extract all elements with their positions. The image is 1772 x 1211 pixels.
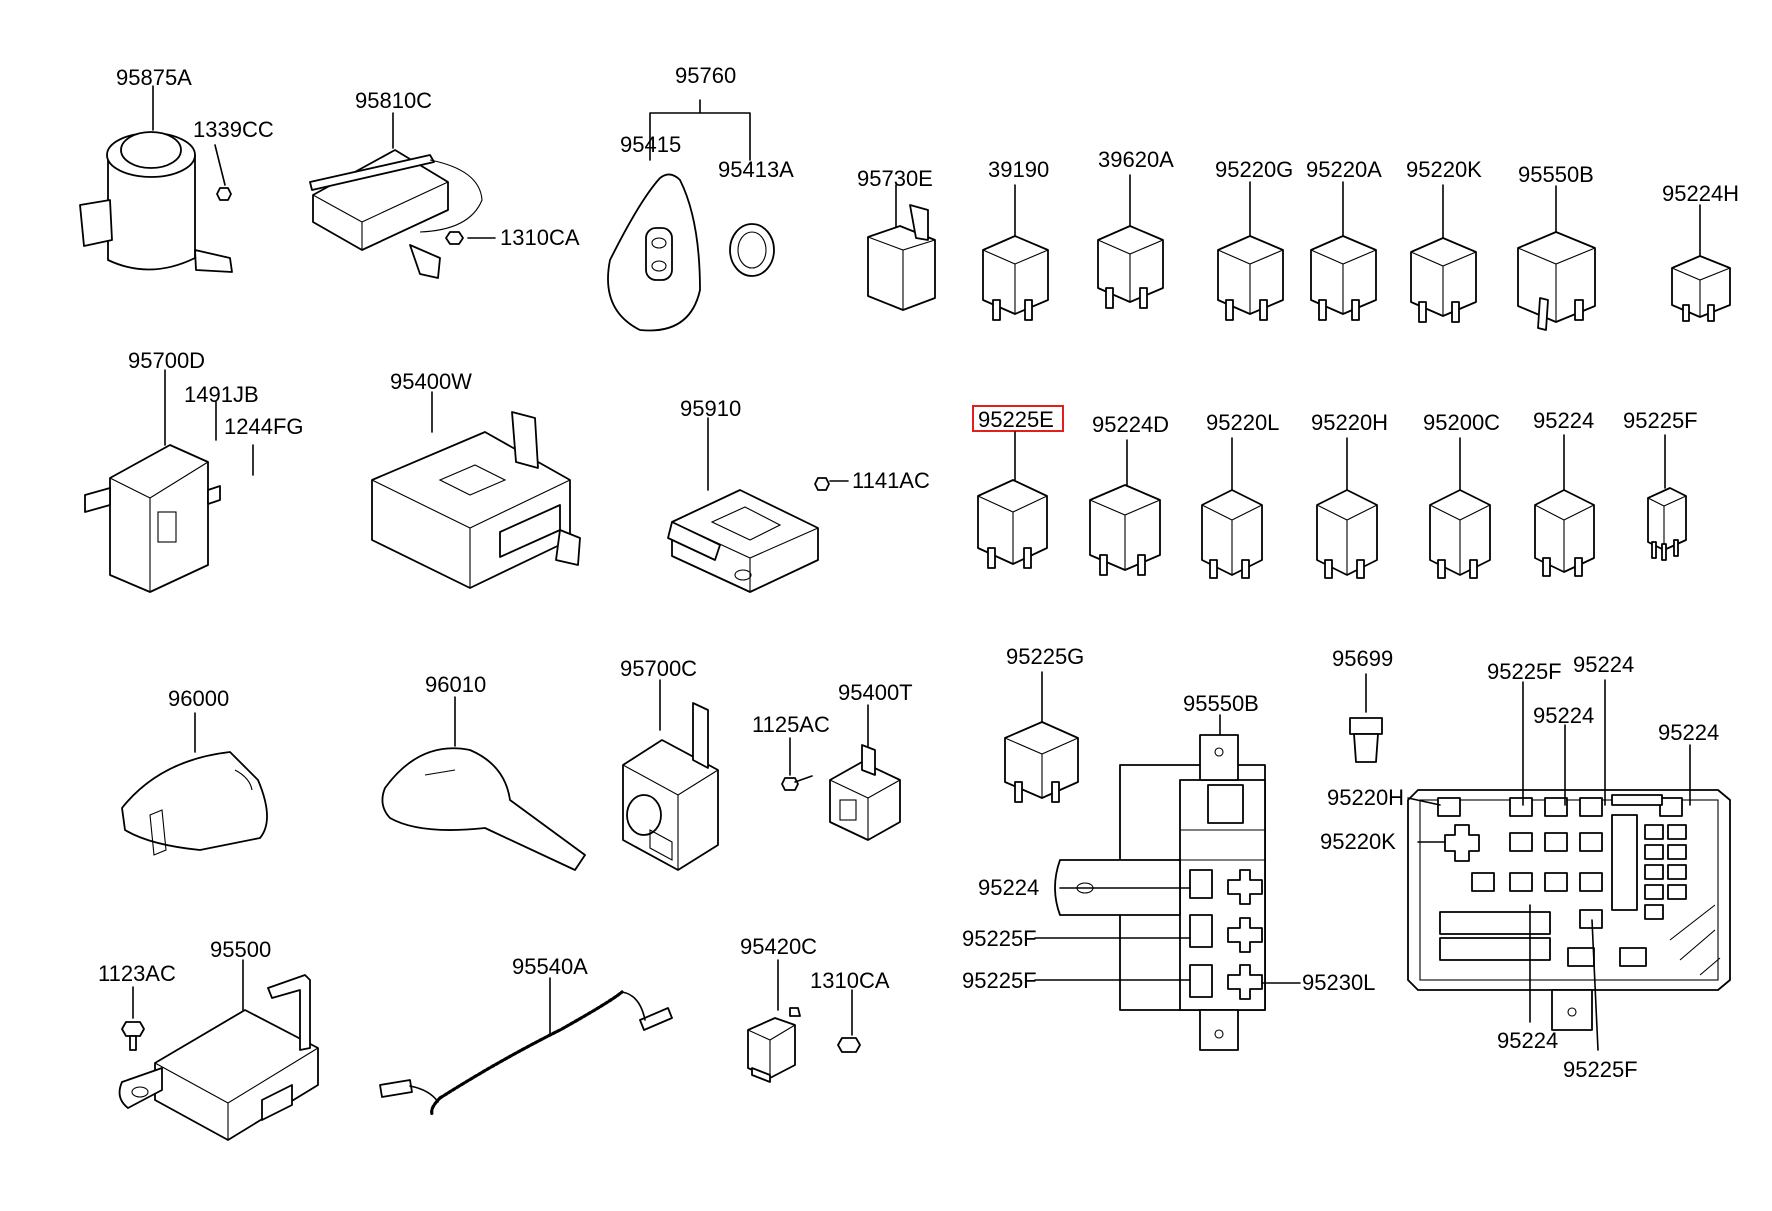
label-95225F-jb-top: 95225F: [1487, 659, 1562, 684]
label-39190: 39190: [988, 157, 1049, 182]
relay-39190: [982, 184, 1049, 321]
label-95540A: 95540A: [512, 954, 588, 979]
label-95220K: 95220K: [1406, 157, 1482, 182]
label-95550B-box: 95550B: [1183, 691, 1259, 716]
module-95810C: [309, 112, 496, 279]
label-95225F-box-2: 95225F: [962, 968, 1037, 993]
label-1339CC: 1339CC: [193, 117, 274, 142]
sensor-95700C: [622, 679, 719, 871]
label-95224-jb-3: 95224: [1658, 720, 1719, 745]
label-95413A: 95413A: [718, 157, 794, 182]
label-95700D: 95700D: [128, 348, 205, 373]
unit-95700D: [84, 369, 254, 593]
label-95400W: 95400W: [390, 369, 472, 394]
bolt-1125AC: [781, 737, 813, 791]
label-95760: 95760: [675, 63, 736, 88]
nut-1310CA: [837, 989, 861, 1053]
relay-95220A: [1310, 181, 1377, 321]
relay-95225G: [1004, 671, 1079, 803]
label-1491JB: 1491JB: [184, 382, 259, 407]
label-95225F-jb-bottom: 95225F: [1563, 1057, 1638, 1082]
cover-96000: [121, 712, 268, 856]
label-95224D: 95224D: [1092, 412, 1169, 437]
label-39620A: 39620A: [1098, 147, 1174, 172]
label-95224-jb-1: 95224: [1573, 652, 1634, 677]
label-95224H: 95224H: [1662, 181, 1739, 206]
highlight-95225E: [972, 405, 1064, 432]
module-95500: [118, 959, 319, 1141]
label-1310CA-bottom: 1310CA: [810, 968, 890, 993]
label-95415: 95415: [620, 132, 681, 157]
label-95220G: 95220G: [1215, 157, 1293, 182]
label-95200C: 95200C: [1423, 410, 1500, 435]
label-95225F-top: 95225F: [1623, 408, 1698, 433]
airbag-module-95910: [667, 417, 849, 593]
clip-95699: [1349, 673, 1383, 763]
relay-95220G: [1217, 181, 1284, 321]
label-95875A: 95875A: [116, 65, 192, 90]
label-95225G: 95225G: [1006, 644, 1084, 669]
label-95220K-jb: 95220K: [1320, 829, 1396, 854]
label-95224-top: 95224: [1533, 408, 1594, 433]
label-95220L: 95220L: [1206, 410, 1279, 435]
relay-95225E: [977, 431, 1048, 569]
label-95500: 95500: [210, 937, 271, 962]
label-95224-box: 95224: [978, 875, 1039, 900]
label-1244FG: 1244FG: [224, 414, 304, 439]
label-1141AC: 1141AC: [852, 468, 930, 493]
label-1123AC: 1123AC: [98, 961, 176, 986]
relay-95550B: [1517, 185, 1596, 331]
label-95224-jb-2: 95224: [1533, 703, 1594, 728]
label-95220H-jb: 95220H: [1327, 785, 1404, 810]
keyfob-95760: [607, 99, 775, 332]
label-96000: 96000: [168, 686, 229, 711]
label-96010: 96010: [425, 672, 486, 697]
label-95220A: 95220A: [1306, 157, 1382, 182]
bolt-1123AC: [121, 986, 145, 1051]
label-95700C: 95700C: [620, 656, 697, 681]
relay-95224H: [1671, 204, 1731, 322]
label-95420C: 95420C: [740, 934, 817, 959]
label-1125AC: 1125AC: [752, 712, 830, 737]
junction-box: [1407, 679, 1731, 1051]
label-95699: 95699: [1332, 646, 1393, 671]
relay-95200C: [1429, 437, 1491, 579]
relay-39620A: [1097, 174, 1164, 309]
relay-95730E: [867, 184, 936, 311]
cable-95540A: [379, 977, 673, 1116]
label-95400T: 95400T: [838, 680, 913, 705]
label-95230L: 95230L: [1302, 970, 1375, 995]
relay-95220K: [1410, 184, 1477, 323]
cover-96010: [381, 696, 586, 871]
ecu-95400W: [371, 391, 581, 589]
siren-95875A: [79, 85, 233, 273]
label-95550B-top: 95550B: [1518, 162, 1594, 187]
relay-95224: [1534, 434, 1595, 577]
label-95730E: 95730E: [857, 166, 933, 191]
label-95810C: 95810C: [355, 88, 432, 113]
label-95910: 95910: [680, 396, 741, 421]
relay-95225F: [1647, 434, 1687, 561]
connector-95420C: [747, 959, 801, 1083]
label-95220H-top: 95220H: [1311, 410, 1388, 435]
relay-95220L: [1201, 437, 1263, 579]
label-95225E[interactable]: 95225E: [978, 407, 1054, 432]
label-95225F-box-1: 95225F: [962, 926, 1037, 951]
relay-box-95550B: [1034, 714, 1301, 1051]
label-95224-jb-bottom: 95224: [1497, 1028, 1558, 1053]
label-1310CA: 1310CA: [500, 225, 580, 250]
relay-95224D: [1089, 439, 1161, 576]
sensor-95400T: [829, 704, 901, 841]
relay-95220H: [1316, 437, 1378, 579]
